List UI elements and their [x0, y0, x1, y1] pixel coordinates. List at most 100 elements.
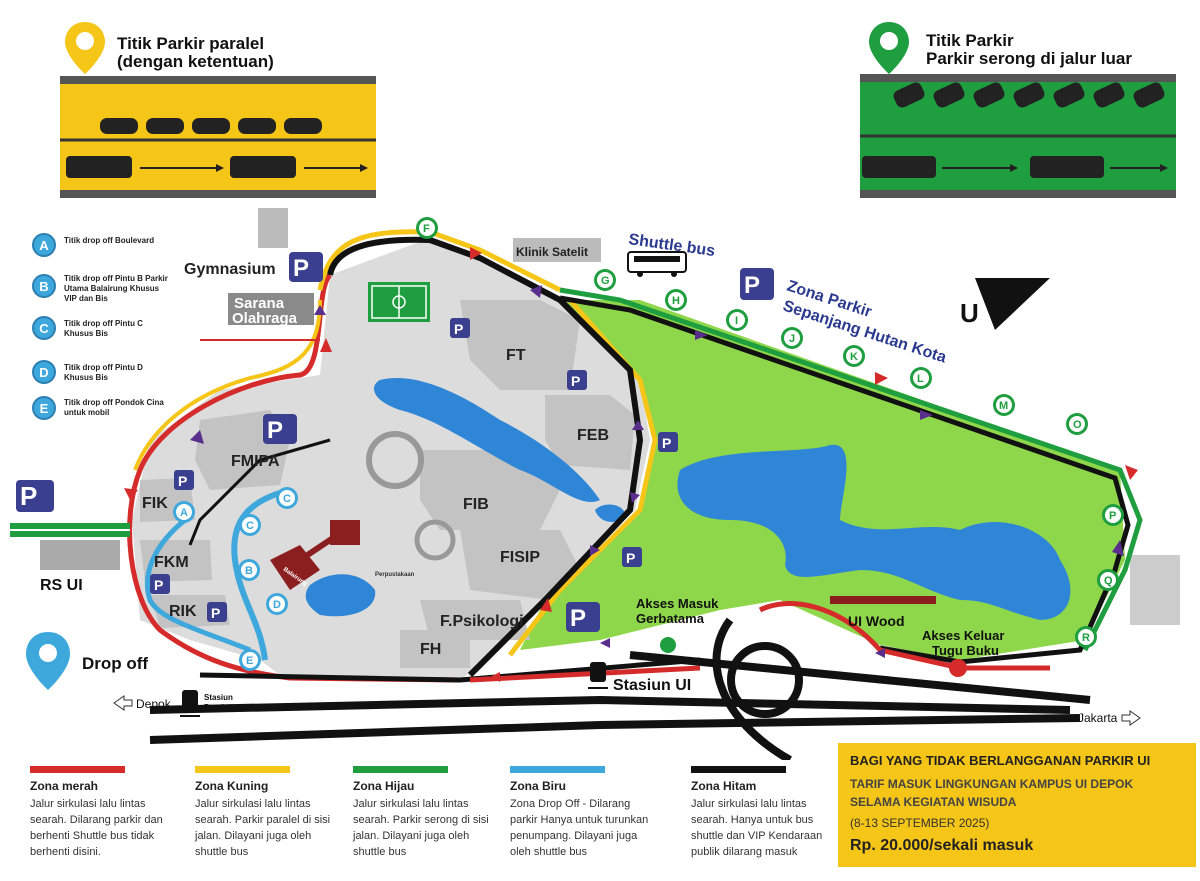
parking-icon-ft [450, 318, 470, 338]
drop-off-e: E Titik drop off Pondok Cina untuk mobil [32, 396, 174, 420]
svg-text:H: H [672, 295, 680, 307]
label-fkm: FKM [154, 554, 189, 571]
label-drop-off: Drop off [82, 654, 148, 673]
parking-icon-fkm [150, 574, 170, 594]
train-icon-pondok-cina [180, 690, 200, 717]
svg-text:D: D [273, 599, 281, 611]
label-fik: FIK [142, 495, 168, 512]
label-olahraga: Olahraga [232, 310, 298, 327]
label-fpsi: F.Psikologi [440, 613, 524, 630]
drop-off-b: B Titik drop off Pintu B Parkir Utama Ba… [32, 274, 174, 304]
campus-lake-1 [374, 378, 600, 503]
road-yellow-west [133, 299, 322, 471]
tarif-title: BAGI YANG TIDAK BERLANGGANAN PARKIR UI [850, 753, 1151, 768]
building-feb [545, 395, 635, 470]
route-pin-g-icon: G [594, 269, 616, 291]
label-akses-masuk-1: Akses Masuk [636, 596, 719, 611]
label-fh: FH [420, 641, 441, 658]
route-pin-q-icon: Q [1097, 569, 1119, 591]
label-rsui: RS UI [40, 577, 83, 594]
parking-icon-fmipa [263, 414, 297, 444]
legend-zona-merah: Zona merah Jalur sirkulasi lalu lintas s… [30, 766, 180, 860]
akses-keluar-marker [949, 659, 967, 677]
building-block-top [258, 208, 288, 248]
svg-text:P: P [571, 373, 580, 389]
klinik-satelit-bg [513, 238, 601, 262]
svg-text:E: E [246, 655, 253, 667]
parking-icons [16, 252, 774, 632]
drop-off-d: D Titik drop off Pintu D Khusus Bis [32, 360, 174, 384]
route-pins: F G H I J K L M O P Q R [416, 217, 1124, 648]
label-stasiun-pc-1: Stasiun [204, 693, 233, 702]
svg-text:P: P [293, 255, 309, 282]
angled-parking-diagram [860, 74, 1176, 198]
road-black-main [327, 236, 644, 678]
parking-icon-gym [289, 252, 323, 282]
map-pin-d-icon: D [266, 593, 288, 615]
parking-icon-west [16, 480, 54, 512]
svg-text:P: P [744, 272, 760, 299]
svg-text:P: P [20, 481, 37, 511]
svg-text:P: P [154, 577, 163, 593]
svg-text:P: P [1109, 510, 1116, 522]
legend-zona-hijau: Zona Hijau Jalur sirkulasi lalu lintas s… [353, 766, 503, 860]
svg-text:C: C [283, 493, 291, 505]
parking-icon-zona [740, 268, 774, 300]
parallel-parking-title: Titik Parkir paralel (dengan ketentuan) [117, 34, 274, 71]
campus-lake-2 [305, 574, 376, 617]
label-perpustakaan: Perpustakaan [375, 572, 415, 578]
tarif-line2: SELAMA KEGIATAN WISUDA [850, 795, 1017, 809]
road-black-inner [188, 438, 331, 546]
drop-off-a: A Titik drop off Boulevard [32, 233, 174, 257]
campus-lake-3 [595, 504, 625, 522]
road-blue-west [144, 518, 251, 653]
svg-text:P: P [662, 435, 671, 451]
arrow-depok-icon [113, 695, 133, 711]
parking-icon-gerbatama [566, 602, 600, 632]
label-fib: FIB [463, 496, 489, 513]
drop-pin-d-icon: D [32, 360, 56, 384]
svg-text:P: P [570, 605, 586, 632]
svg-text:A: A [180, 507, 188, 519]
route-pin-f-icon: F [416, 217, 438, 239]
map-pin-e-icon: E [239, 649, 261, 671]
road-blue-dropoff [231, 487, 291, 661]
label-gymnasium: Gymnasium [184, 261, 276, 278]
akses-masuk-marker [660, 637, 676, 653]
label-fisip: FISIP [500, 549, 540, 566]
svg-text:M: M [999, 400, 1008, 412]
drop-pin-a-icon: A [32, 233, 56, 257]
map-pin-c2-icon: C [239, 514, 261, 536]
map-pin-b-icon: B [238, 559, 260, 581]
roundabout [366, 431, 424, 489]
route-pin-r-icon: R [1075, 626, 1097, 648]
label-stasiun-pc-2: Pondok Cina [204, 703, 253, 712]
svg-text:C: C [246, 520, 254, 532]
svg-text:I: I [735, 315, 738, 327]
label-ui-wood: UI Wood [848, 613, 905, 629]
route-pin-p-icon: P [1102, 504, 1124, 526]
parking-icon-feb [567, 370, 587, 390]
train-icon-stasiun-ui [588, 662, 608, 689]
label-depok: Depok [136, 697, 172, 711]
tarif-line1: TARIF MASUK LINGKUNGAN KAMPUS UI DEPOK [850, 777, 1134, 791]
svg-text:P: P [267, 417, 283, 444]
label-akses-masuk-2: Gerbatama [636, 611, 705, 626]
label-stasiun-ui: Stasiun UI [613, 677, 691, 694]
label-jakarta: Jakarta [1078, 711, 1118, 725]
label-ft: FT [506, 347, 526, 364]
svg-text:B: B [245, 565, 253, 577]
route-pin-l-icon: L [910, 367, 932, 389]
label-akses-keluar-2: Tugu Buku [932, 643, 999, 658]
parking-icon-fik [174, 470, 194, 490]
parking-icon-feb2 [658, 432, 678, 452]
road-red-south [469, 601, 1050, 683]
drop-pin-b-icon: B [32, 274, 56, 298]
legend-zona-biru: Zona Biru Zona Drop Off - Dilarang parki… [510, 766, 660, 860]
svg-text:Q: Q [1104, 575, 1113, 587]
building-fisip [460, 530, 580, 600]
angled-parking-title: Titik Parkir Parkir serong di jalur luar [926, 31, 1132, 68]
legend-zona-hitam: Zona Hitam Jalur sirkulasi lalu lintas s… [691, 766, 831, 860]
parking-icon-rik [207, 602, 227, 622]
svg-text:K: K [850, 351, 858, 363]
